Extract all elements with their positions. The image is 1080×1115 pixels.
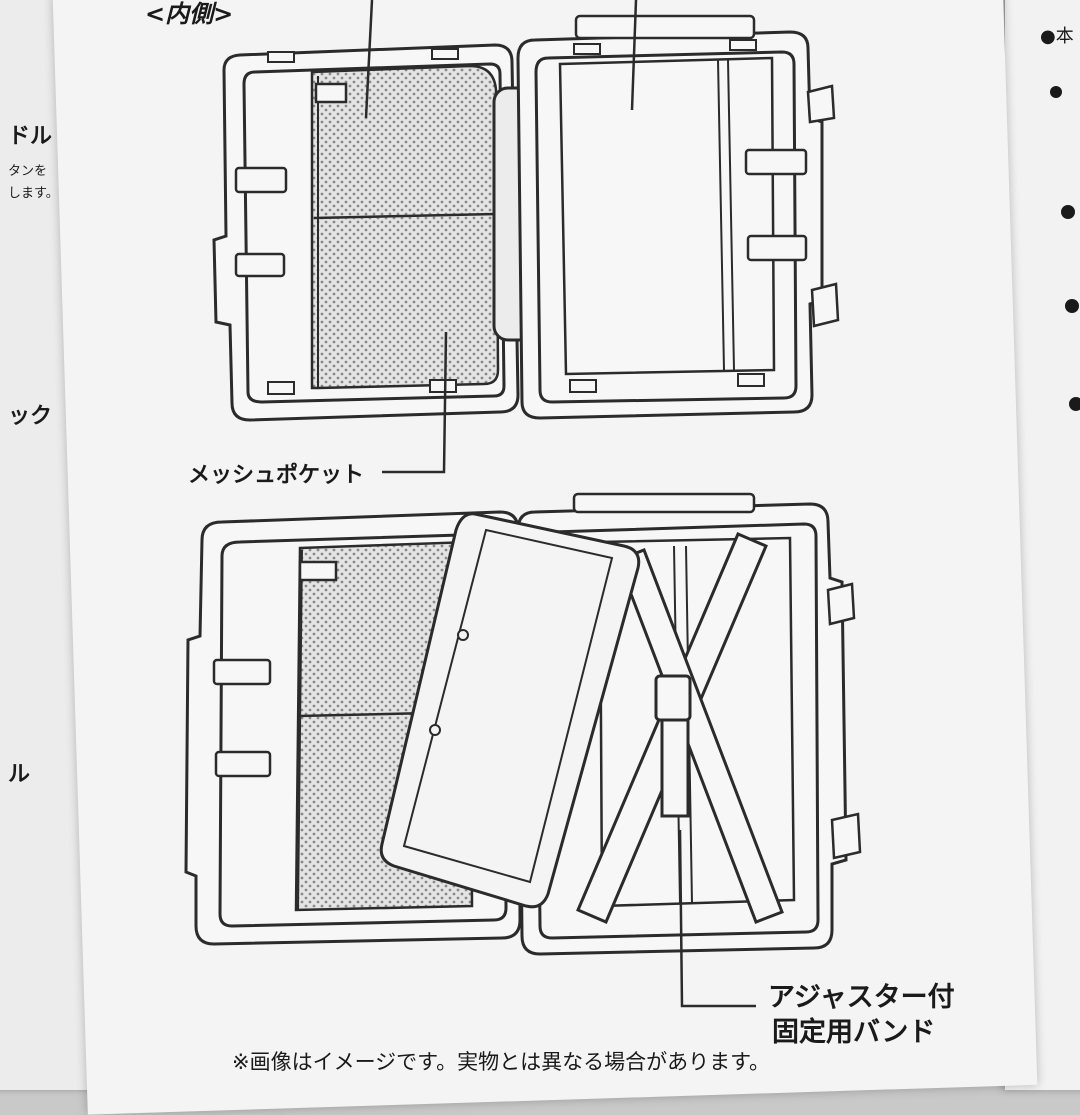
strap-clip [234, 252, 286, 278]
panel-outline [379, 512, 641, 909]
strap-clip [744, 148, 808, 176]
bullet-dot [1050, 86, 1062, 98]
corner-tab [431, 48, 459, 60]
corner-tab [737, 373, 765, 387]
panel-inner [402, 528, 614, 884]
top-handle-mount [572, 492, 756, 514]
zip-line [727, 59, 735, 371]
band-center-strap [660, 718, 690, 818]
suitcase-open-top [212, 14, 840, 422]
band-buckle [654, 674, 692, 722]
top-handle-mount [574, 14, 756, 40]
bullet-dot [1061, 205, 1075, 219]
left-fragment-handle: ドル [8, 124, 53, 149]
strap-clip [314, 82, 348, 104]
section-title: <内側> [145, 0, 234, 28]
right-page-bullets [1050, 86, 1080, 411]
band-leader [678, 829, 756, 1008]
band-label-line2: 固定用バンド [772, 1017, 936, 1048]
latch [826, 582, 856, 626]
corner-tab [267, 51, 295, 63]
lifted-divider-panel [379, 512, 641, 909]
x-fixing-band [576, 532, 784, 924]
mesh-pocket-top [310, 64, 500, 390]
strap-clip [214, 750, 272, 778]
suitcase-illustrations [184, 0, 862, 1008]
left-fragment-lock: ック [8, 404, 53, 429]
corner-tab [569, 379, 597, 393]
mesh-pocket-label: メッシュポケット [188, 463, 365, 488]
right-fragment-top: ●本 [1040, 26, 1074, 47]
strap-clip [298, 560, 338, 582]
leader-lines-top [364, 0, 638, 474]
corner-tab [429, 379, 457, 393]
left-fragment-button-2: します。 [8, 186, 59, 201]
latch [810, 282, 840, 328]
panel-snap [429, 724, 441, 736]
right-shell-outline [516, 30, 824, 420]
bullet-dot [1069, 397, 1080, 411]
corner-tab [729, 39, 757, 51]
divider-panel [558, 56, 776, 376]
strap-clip [212, 658, 272, 686]
strap-clip [234, 166, 288, 194]
left-shell-inner [242, 62, 506, 404]
latch [806, 84, 836, 124]
image-footnote: ※画像はイメージです。実物とは異なる場合があります。 [232, 1050, 770, 1074]
corner-tab [267, 381, 295, 395]
mesh-divider [313, 212, 497, 220]
corner-tab [573, 43, 601, 55]
strap-clip [746, 234, 808, 262]
leader-line [364, 0, 374, 119]
panel-snap [457, 629, 469, 641]
leader-line [630, 0, 638, 111]
latch [830, 812, 862, 860]
band-label-line1: アジャスター付 [768, 982, 955, 1013]
zip-line [297, 549, 303, 911]
left-fragment-wheel: ル [8, 762, 31, 787]
zip-line [717, 59, 725, 371]
right-shell-inner [534, 50, 798, 404]
mesh-pocket-leader [382, 331, 448, 474]
left-fragment-button-1: タンを [8, 164, 48, 179]
inner-cavity [598, 536, 796, 908]
bullet-dot [1065, 299, 1079, 313]
